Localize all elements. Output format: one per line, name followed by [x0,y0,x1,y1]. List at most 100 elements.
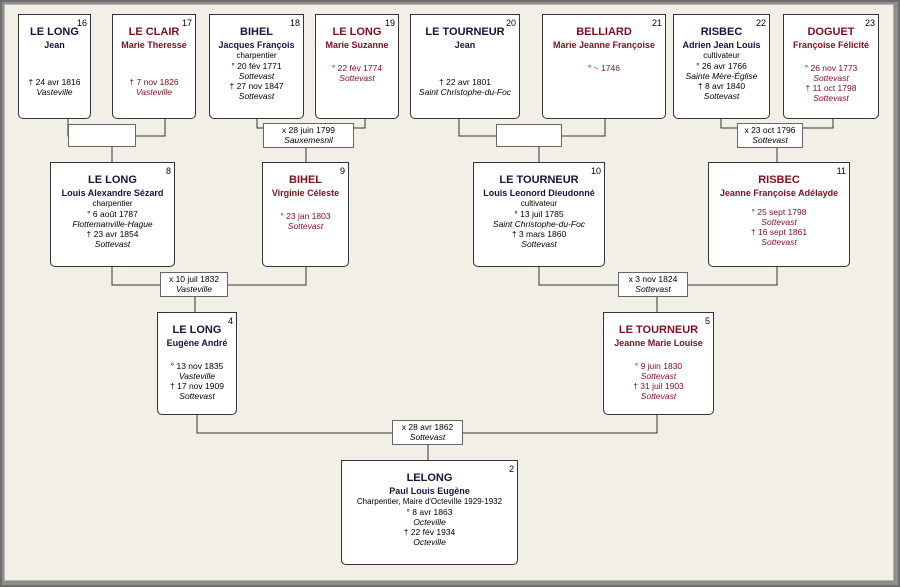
person-card-16[interactable]: 16 LE LONG Jean † 24 avr 1816 Vasteville [18,14,91,119]
person-number: 4 [227,316,233,326]
birth-date: ° 9 juin 1830 [634,361,683,371]
birth-place: Saint Christophe-du-Foc [492,219,586,229]
person-card-21[interactable]: 21 BELLIARD Marie Jeanne Françoise ° ~ 1… [542,14,666,119]
person-card-2[interactable]: 2 LELONG Paul Louis Eugène Charpentier, … [341,460,518,565]
person-card-17[interactable]: 17 LE CLAIR Marie Theresse † 7 nov 1826 … [112,14,196,119]
birth-place: Sainte Mère-Église [685,71,758,81]
person-number: 11 [836,166,846,176]
marriage-box-10[interactable] [496,124,562,147]
marriage-date: x 28 avr 1862 [401,422,454,432]
person-number: 2 [508,464,514,474]
person-card-9[interactable]: 9 BIHEL Virginie Céleste ° 23 jan 1803 S… [262,162,349,267]
death-date: † 23 avr 1854 [86,229,139,239]
person-surname: BIHEL [240,26,273,38]
death-place: Sottevast [761,237,797,247]
marriage-place: Sottevast [752,135,788,145]
person-surname: LE TOURNEUR [425,26,505,38]
marriage-place: Sottevast [635,284,671,294]
death-date: † 22 avr 1801 [439,77,491,87]
person-card-23[interactable]: 23 DOGUET Françoise Félicité ° 26 nov 17… [783,14,879,119]
person-surname: DOGUET [807,26,855,38]
person-surname: LELONG [406,472,453,484]
person-given-name: Virginie Céleste [271,188,340,198]
person-given-name: Françoise Félicité [792,40,870,50]
person-surname: BIHEL [289,174,322,186]
birth-date: ° 13 nov 1835 [170,361,224,371]
birth-date: ° 6 août 1787 [87,209,138,219]
person-card-8[interactable]: 8 LE LONG Louis Alexandre Sézard charpen… [50,162,175,267]
person-card-5[interactable]: 5 LE TOURNEUR Jeanne Marie Louise ° 9 ju… [603,312,714,415]
person-number: 9 [339,166,345,176]
person-given-name: Adrien Jean Louis [682,40,761,50]
person-card-20[interactable]: 20 LE TOURNEUR Jean † 22 avr 1801 Saint … [410,14,520,119]
person-given-name: Jean [454,40,476,50]
marriage-date: x 23 oct 1796 [744,125,796,135]
person-card-19[interactable]: 19 LE LONG Marie Suzanne ° 22 fév 1774 S… [315,14,399,119]
death-place: Sottevast [238,91,275,101]
person-card-18[interactable]: 18 BIHEL Jacques François charpentier ° … [209,14,304,119]
death-place: Sottevast [703,91,740,101]
death-date: † 16 sept 1861 [750,227,808,237]
birth-place: Sottevast [287,221,324,231]
person-surname: LE LONG [172,324,222,336]
birth-place: Sottevast [761,217,797,227]
marriage-date: x 3 nov 1824 [628,274,678,284]
person-number: 20 [505,18,516,28]
person-number: 16 [76,18,87,28]
death-date: † 3 mars 1860 [511,229,567,239]
person-surname: LE LONG [332,26,382,38]
occupation: Charpentier, Maire d'Octeville 1929-1932 [356,497,503,506]
person-number: 19 [384,18,395,28]
death-place: Saint Christophe-du-Foc [418,87,512,97]
death-date: † 11 oct 1798 [805,83,857,93]
birth-date: ° 23 jan 1803 [280,211,331,221]
marriage-box-9[interactable]: x 28 juin 1799 Sauxemesnil [263,123,354,148]
person-surname: LE TOURNEUR [618,324,699,336]
birth-date: ° 26 avr 1766 [696,61,747,71]
person-given-name: Louis Alexandre Sézard [61,188,164,198]
death-place: Vasteville [36,87,73,97]
marriage-box-4[interactable]: x 10 juil 1832 Vasteville [160,272,228,297]
birth-place: Flottemanville-Hague [72,219,153,229]
person-surname: RISBEC [758,174,800,186]
marriage-box-11[interactable]: x 23 oct 1796 Sottevast [737,123,803,148]
birth-place: Sottevast [813,73,849,83]
death-place: Vasteville [135,87,173,97]
occupation: charpentier [92,199,133,208]
person-card-10[interactable]: 10 LE TOURNEUR Louis Leonord Dieudonné c… [473,162,605,267]
death-place: Octeville [413,537,446,547]
occupation: cultivateur [703,51,740,60]
person-given-name: Marie Theresse [121,40,187,50]
person-card-11[interactable]: 11 RISBEC Jeanne Françoise Adélayde ° 25… [708,162,850,267]
death-date: † 17 nov 1909 [170,381,224,391]
person-number: 18 [289,18,300,28]
death-date: † 31 juil 1903 [633,381,684,391]
person-card-22[interactable]: 22 RISBEC Adrien Jean Louis cultivateur … [673,14,770,119]
birth-place: Vasteville [178,371,216,381]
person-surname: BELLIARD [576,26,632,38]
birth-date: ° 25 sept 1798 [751,207,807,217]
marriage-box-2[interactable]: x 28 avr 1862 Sottevast [392,420,463,445]
person-surname: LE LONG [88,174,137,186]
person-card-4[interactable]: 4 LE LONG Eugène André ° 13 nov 1835 Vas… [157,312,237,415]
person-given-name: Eugène André [166,338,228,348]
person-given-name: Paul Louis Eugène [389,486,470,496]
death-date: † 27 nov 1847 [229,81,284,91]
person-given-name: Louis Leonord Dieudonné [483,188,595,198]
person-given-name: Marie Jeanne Françoise [552,40,656,50]
death-date: † 24 avr 1816 [28,77,81,87]
occupation: cultivateur [520,199,558,208]
death-place: Sottevast [521,239,557,249]
birth-place: Sottevast [238,71,275,81]
birth-date: ° 26 nov 1773 [804,63,858,73]
person-surname: LE CLAIR [128,26,180,38]
person-number: 22 [755,18,766,28]
person-surname: LE LONG [30,26,79,38]
person-number: 23 [864,18,875,28]
person-surname: LE TOURNEUR [499,174,579,186]
person-number: 17 [181,18,192,28]
marriage-box-8[interactable] [68,124,136,147]
marriage-place: Vasteville [175,284,213,294]
marriage-box-5[interactable]: x 3 nov 1824 Sottevast [618,272,688,297]
person-given-name: Marie Suzanne [325,40,389,50]
